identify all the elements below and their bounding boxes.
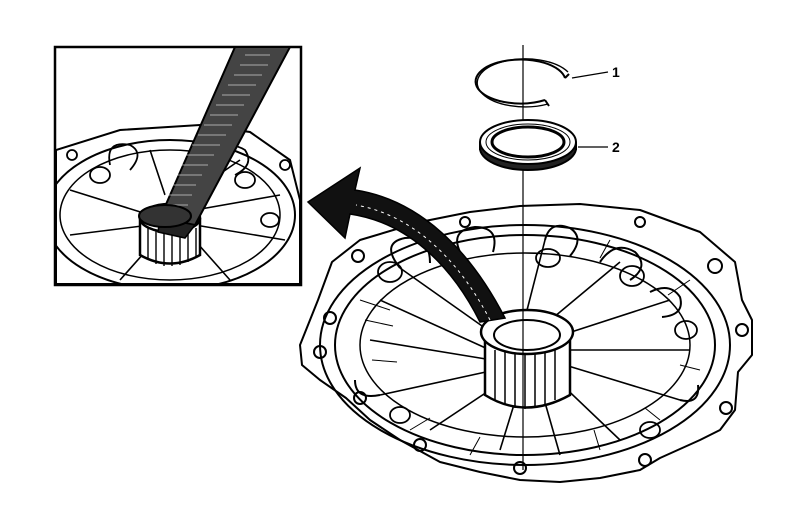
snap-ring bbox=[474, 58, 570, 108]
inset-seal bbox=[138, 204, 192, 228]
callout-1: 1 bbox=[571, 64, 620, 80]
callout-1-label: 1 bbox=[612, 64, 620, 80]
detail-inset bbox=[53, 45, 303, 287]
curved-arrow bbox=[306, 166, 507, 323]
callout-2: 2 bbox=[578, 139, 620, 155]
center-hub bbox=[479, 308, 575, 409]
seal bbox=[479, 119, 577, 171]
callout-2-label: 2 bbox=[612, 139, 620, 155]
